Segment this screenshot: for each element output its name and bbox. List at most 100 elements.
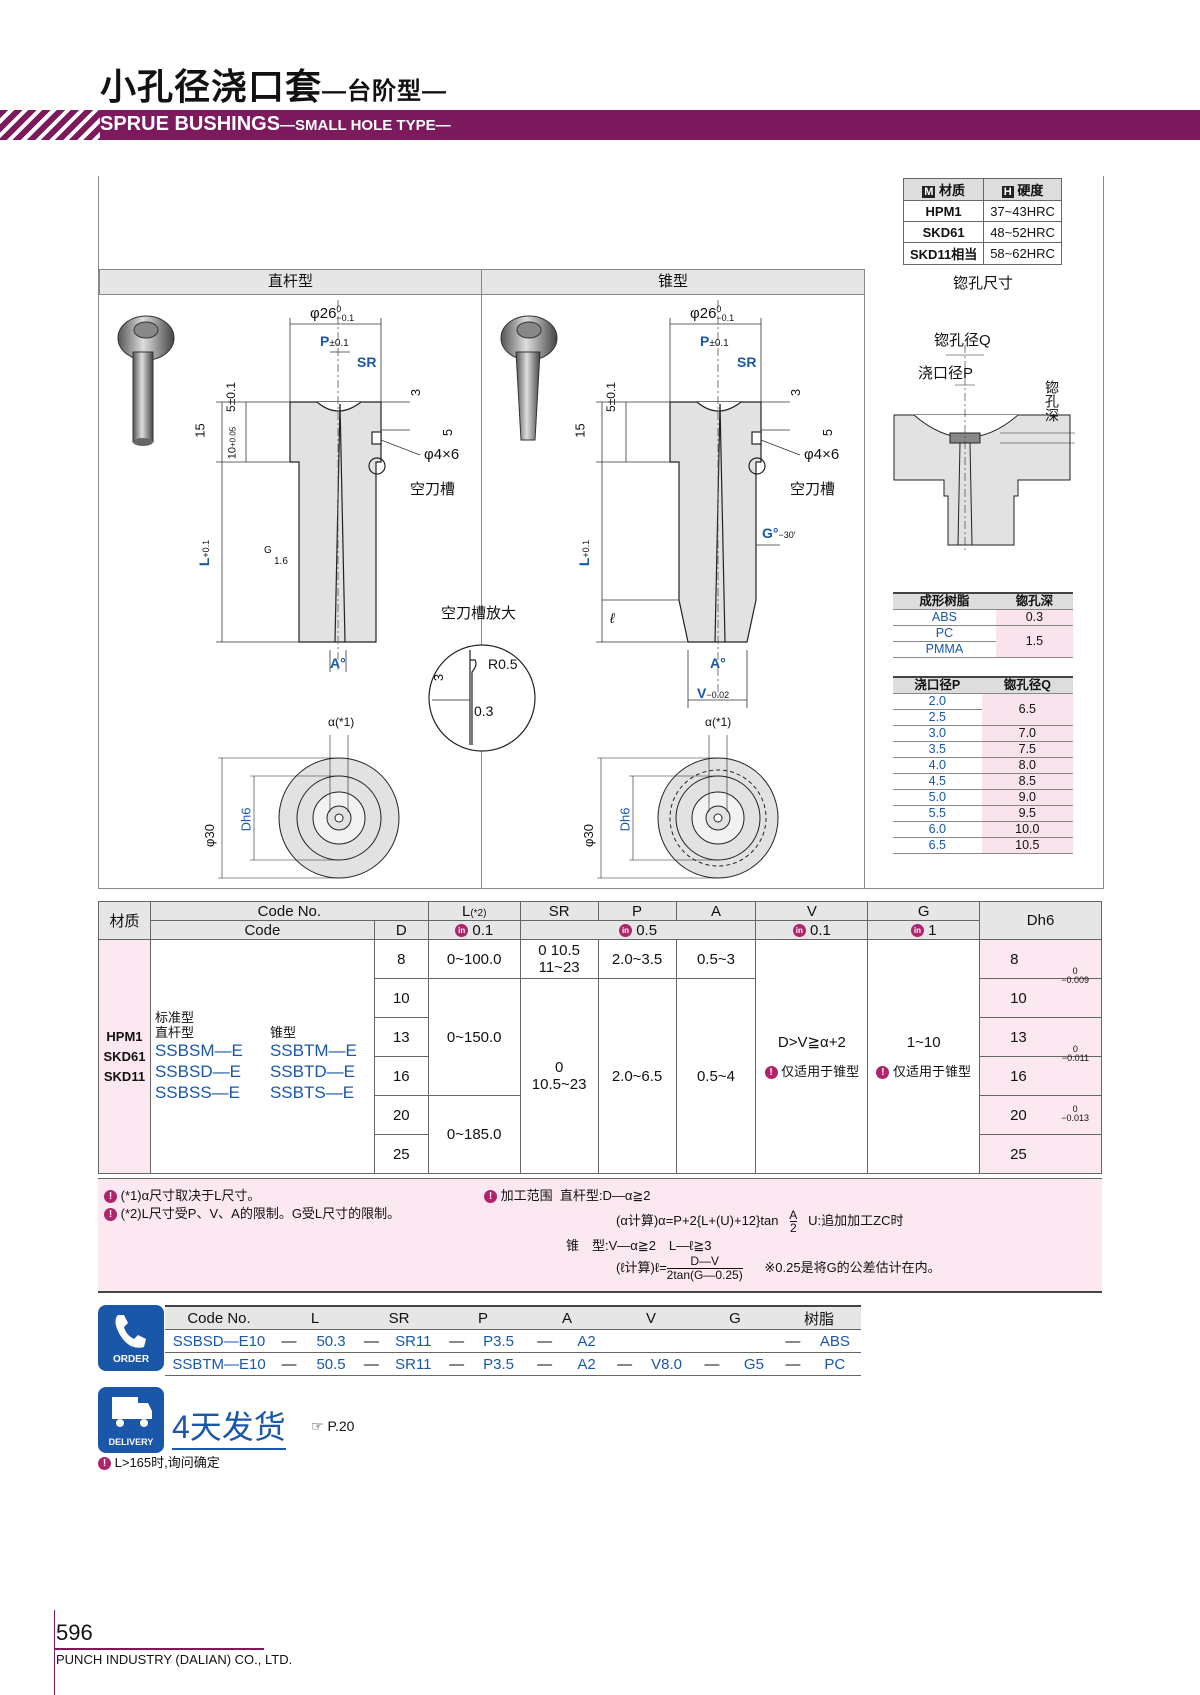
order-cell: PC [808,1352,861,1376]
notes-panel: ! (*1)α尺寸取决于L尺寸。 ! (*2)L尺寸受P、V、A的限制。G受L尺… [98,1178,1102,1293]
note-text: (α计算)α=P+2{L+(U)+12}tan [616,1212,779,1228]
dim-label: φ26 [310,305,337,322]
order-table: Code No. L SR P A V G 树脂 SSBSD—E10 —50.3… [165,1305,861,1376]
p-cell: 2.0 [893,693,982,710]
tol: +0.05 [228,426,238,447]
spec-table: 材质 Code No. L(*2) SR P A V G Dh6 Code D … [98,901,1102,1174]
frac-top: A [789,1208,798,1222]
truck-icon [112,1397,152,1427]
p-cell: 3.5 [893,741,982,758]
d-cell: 8 [373,939,429,979]
tol: −30′ [778,530,796,540]
delivery-days: 4天发货 [172,1402,286,1450]
divider [864,269,865,888]
title-cn: 小孔径浇口套 [100,66,323,107]
resin-cell: PMMA [893,641,996,658]
q-cell: 9.0 [981,789,1073,806]
d03-label: 0.3 [474,703,494,719]
order-cell: SSBSD—E10 [165,1329,273,1353]
q-cell: 7.0 [981,725,1073,742]
delivery-note: ! L>165时,询问确定 [98,1452,220,1471]
dim-phi26-taper: φ260−0.1 [690,305,734,323]
drawing-frame [98,176,1104,889]
p-header: 浇口径P [893,676,982,694]
depth-cell: 0.3 [995,609,1073,626]
h-v-inc: in 0.1 [755,920,869,940]
type-straight: 直杆型 [154,1025,194,1040]
order-cell [693,1329,731,1353]
note-1: ! (*1)α尺寸取决于L尺寸。 [104,1185,260,1204]
straight-end-view [218,735,400,879]
title-en-sub: —SMALL HOLE TYPE— [280,117,451,134]
inc-value: 0.1 [472,921,494,939]
order-h: A [525,1305,609,1330]
phone-icon [115,1315,146,1348]
relief-zoom-title: 空刀槽放大 [441,605,517,622]
order-cell: — [609,1352,641,1376]
alpha-taper: α(*1) [705,715,732,729]
dim-a-straight: A° [330,655,346,671]
dim-a-taper: A° [710,655,726,671]
increment-icon: in [455,924,469,938]
inc-value: 0.1 [810,921,831,939]
h-p: P [597,901,677,921]
depth-cell: 1.5 [995,625,1073,658]
order-cell: — [525,1329,565,1353]
h-dh6: Dh6 [979,901,1102,940]
taper-end-view [597,735,779,879]
order-cell: — [525,1352,565,1376]
order-cell: SSBTM—E10 [165,1352,273,1376]
dim-label: L [196,557,213,567]
note-text: (*2)L尺寸受P、V、A的限制。G受L尺寸的限制。 [120,1206,401,1221]
l-cell: 0~150.0 [427,978,521,1096]
tol: −0.1 [716,313,735,324]
technical-drawings [117,300,1075,879]
order-cell: 50.5 [305,1352,357,1376]
order-cell: SR11 [385,1352,441,1376]
p-cell: 6.0 [893,821,982,838]
g-cell: 1~10! 仅适用于锥型 [867,939,981,1174]
phi30-straight: φ30 [201,824,217,847]
section-taper: 锥型 [481,269,865,295]
product-photo-taper [500,315,558,441]
dim-5: 5 [440,428,456,437]
warning-icon: ! [98,1457,111,1471]
dh6-d: 10 [1010,989,1027,1007]
rough-g: G [264,545,272,556]
inc-value: 0.5 [636,921,658,939]
p-cell: 5.5 [893,805,982,822]
dim-hole: φ4×6 [804,446,840,463]
dim-p-taper: P±0.1 [700,333,729,349]
counter-depth-label: 锪孔深 [1044,380,1060,422]
p-cell: 2.5 [893,709,982,726]
order-h: G [693,1305,777,1330]
increment-icon: in [792,924,806,938]
p-cell: 2.0~6.5 [597,978,677,1174]
dim-3: 3 [788,388,804,397]
dim-15: 15 [192,423,208,438]
dim-label: G° [762,525,779,541]
q-cell: 6.5 [981,693,1073,726]
h-d: D [373,920,429,940]
dh6-tol: 0−0.013 [1061,1105,1089,1123]
tol: −0.013 [1061,1113,1089,1123]
note-text: 直杆型:D—α≧2 [559,1188,651,1203]
resin-cell: PC [893,625,996,642]
dh6-d: 16 [1010,1067,1027,1085]
order-cell: — [693,1352,731,1376]
l-cell: 0~100.0 [427,939,521,979]
order-cell: — [273,1329,306,1353]
p-cell: 3.0 [893,725,982,742]
h-sr: SR [519,901,599,921]
hardness-cell: 48~52HRC [983,221,1062,243]
order-cell: — [441,1329,473,1353]
dh6-taper: Dh6 [617,807,633,832]
tol: 0 [1072,966,1078,976]
